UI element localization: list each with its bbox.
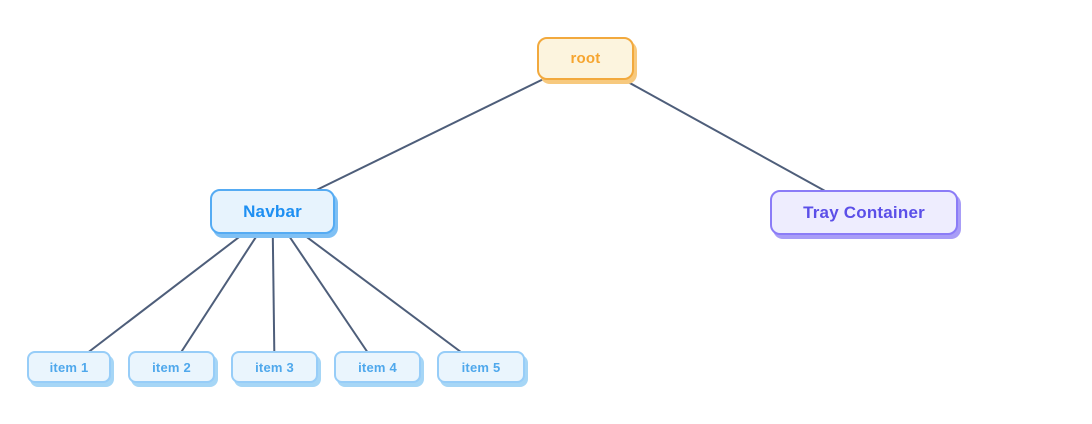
node-label-item5: item 5 bbox=[461, 359, 501, 375]
edge-navbar-item4 bbox=[271, 210, 379, 368]
edge-navbar-item1 bbox=[68, 210, 274, 368]
node-label-item3: item 3 bbox=[255, 359, 294, 375]
node-item4[interactable]: item 4 bbox=[334, 351, 421, 383]
node-root[interactable]: root bbox=[537, 37, 634, 80]
node-label-root: root bbox=[570, 50, 601, 67]
edge-root-navbar bbox=[272, 57, 586, 213]
node-item3[interactable]: item 3 bbox=[231, 351, 318, 383]
node-label-item4: item 4 bbox=[358, 359, 397, 375]
node-tray[interactable]: Tray Container bbox=[770, 190, 958, 235]
edge-navbar-item2 bbox=[170, 210, 274, 368]
edge-navbar-item3 bbox=[271, 211, 276, 368]
node-label-item1: item 1 bbox=[49, 359, 89, 375]
edge-navbar-item5 bbox=[271, 210, 482, 368]
node-item1[interactable]: item 1 bbox=[27, 351, 111, 383]
node-label-item2: item 2 bbox=[152, 359, 191, 375]
node-label-navbar: Navbar bbox=[243, 201, 302, 221]
node-item5[interactable]: item 5 bbox=[437, 351, 525, 383]
edge-root-tray bbox=[585, 57, 865, 214]
node-navbar[interactable]: Navbar bbox=[210, 189, 335, 234]
node-item2[interactable]: item 2 bbox=[128, 351, 215, 383]
node-label-tray: Tray Container bbox=[803, 202, 925, 222]
